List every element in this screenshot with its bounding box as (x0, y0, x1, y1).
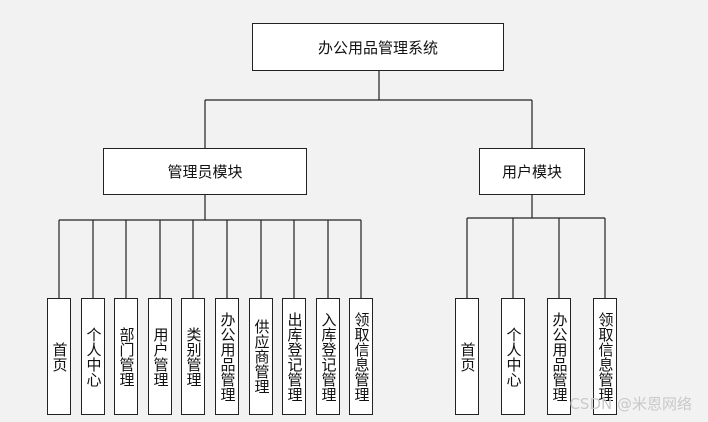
user-leaf-personal-center: 个人中心 (501, 298, 525, 415)
admin-leaf-outbound-mgmt: 出库登记管理 (282, 298, 306, 415)
admin-leaf-personal-center: 个人中心 (81, 298, 105, 415)
user-leaf-home: 首页 (455, 298, 479, 415)
admin-leaf-inbound-mgmt: 入库登记管理 (316, 298, 340, 415)
user-leaf-receipt-info-mgmt: 领取信息管理 (593, 298, 617, 415)
user-module-label: 用户模块 (501, 163, 562, 181)
admin-leaf-category-mgmt: 类别管理 (181, 298, 205, 415)
admin-module-label: 管理员模块 (167, 163, 243, 181)
admin-leaf-user-mgmt: 用户管理 (148, 298, 172, 415)
admin-module-node: 管理员模块 (103, 148, 307, 195)
root-node-label: 办公用品管理系统 (317, 38, 438, 57)
admin-leaf-home: 首页 (47, 298, 71, 415)
admin-leaf-supplier-mgmt: 供应商管理 (249, 298, 273, 415)
admin-leaf-office-supplies-mgmt: 办公用品管理 (215, 298, 239, 415)
admin-leaf-receipt-info-mgmt: 领取信息管理 (349, 298, 373, 415)
root-node: 办公用品管理系统 (252, 23, 504, 71)
user-leaf-office-supplies-mgmt: 办公用品管理 (547, 298, 571, 415)
user-module-node: 用户模块 (479, 148, 585, 195)
watermark: CSDN @米恩网络 (569, 395, 692, 413)
admin-leaf-department-mgmt: 部门管理 (114, 298, 138, 415)
